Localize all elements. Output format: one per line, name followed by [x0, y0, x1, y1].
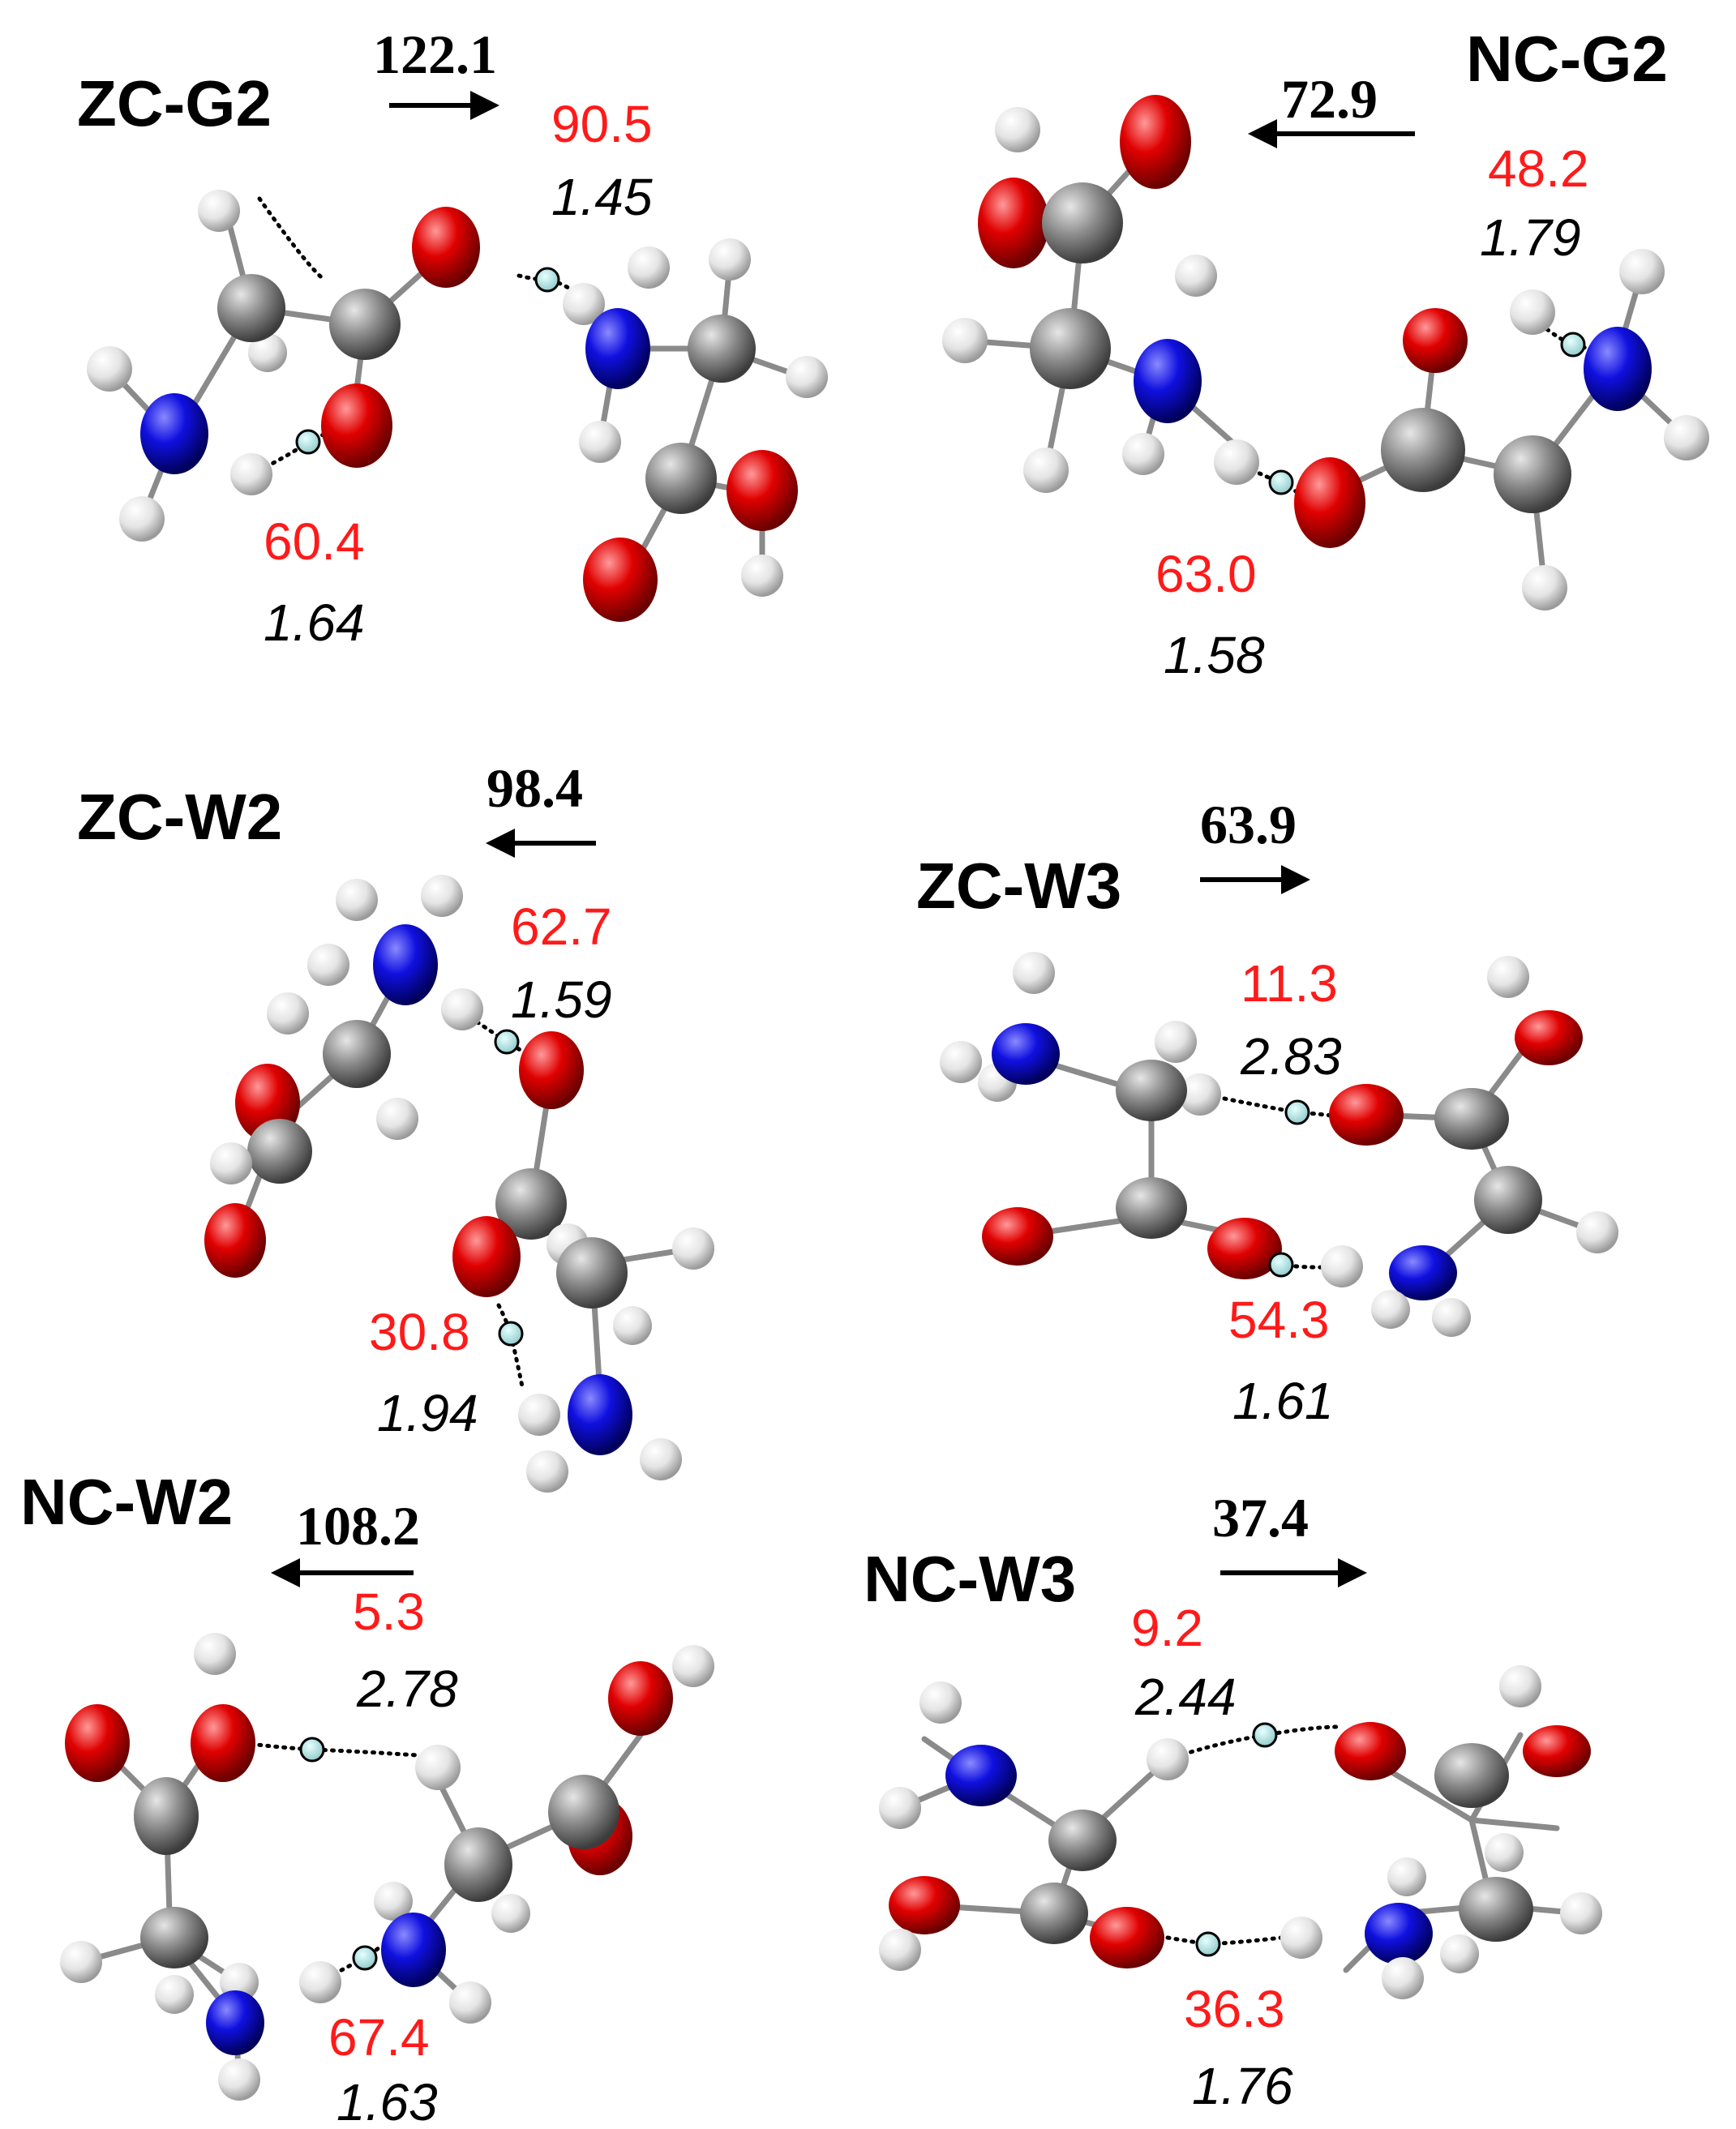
dipole-moment-label: 122.1 — [373, 24, 497, 85]
panel-title: ZC-W2 — [77, 781, 282, 853]
dipole-moment-label: 63.9 — [1200, 794, 1297, 855]
hbond-distance-label: 1.63 — [336, 2073, 438, 2129]
hbond-energy-label: 9.2 — [1131, 1599, 1203, 1657]
molecule-model — [940, 952, 1618, 1337]
hbond-energy-label: 30.8 — [369, 1303, 470, 1361]
molecule-model — [204, 875, 714, 1493]
dipole-moment-label: 37.4 — [1212, 1487, 1309, 1549]
hbond-distance-label: 1.59 — [511, 970, 612, 1029]
panel-nc-w2: NC-W2 108.2 5.3 2.78 67.4 1.63 — [20, 1466, 714, 2129]
hbond-energy-label: 60.4 — [264, 512, 365, 571]
molecule-model — [879, 1665, 1602, 1999]
panel-nc-w3: NC-W3 37.4 9.2 2.44 36.3 1.76 — [864, 1487, 1602, 2115]
panel-title: ZC-W3 — [916, 850, 1121, 922]
hbond-distance-label: 2.78 — [356, 1660, 458, 1718]
panel-zc-w3: ZC-W3 63.9 11.3 2.83 54.3 1.61 — [916, 794, 1618, 1430]
hbond-distance-label: 2.83 — [1240, 1027, 1342, 1086]
hbond-energy-label: 5.3 — [353, 1583, 425, 1641]
hbond-distance-label: 1.64 — [264, 593, 365, 652]
hbond-energy-label: 48.2 — [1488, 139, 1589, 198]
panel-title: ZC-G2 — [77, 67, 272, 139]
hbond-distance-label: 1.61 — [1232, 1372, 1334, 1430]
panel-title: NC-W3 — [864, 1543, 1076, 1615]
hbond-distance-label: 1.94 — [377, 1384, 478, 1442]
hbond-energy-label: 62.7 — [511, 897, 612, 956]
hbond-energy-label: 63.0 — [1155, 545, 1257, 603]
hbond-distance-label: 1.45 — [551, 168, 653, 226]
hbond-energy-label: 90.5 — [551, 95, 653, 153]
molecule-model — [60, 1633, 714, 2101]
hbond-distance-label: 1.79 — [1480, 208, 1581, 267]
dipole-moment-label: 72.9 — [1281, 68, 1378, 130]
panel-title: NC-W2 — [20, 1466, 233, 1538]
dipole-moment-label: 98.4 — [487, 757, 583, 819]
dipole-moment-label: 108.2 — [296, 1495, 420, 1557]
molecule-model — [87, 190, 828, 622]
hbond-distance-label: 2.44 — [1134, 1668, 1237, 1726]
hbond-energy-label: 67.4 — [328, 2008, 430, 2067]
panel-title: NC-G2 — [1466, 23, 1668, 95]
hbond-distance-label: 1.76 — [1192, 2057, 1293, 2115]
hbond-energy-label: 54.3 — [1228, 1291, 1330, 1349]
panel-nc-g2: NC-G2 72.9 48.2 1.79 63.0 1.58 — [942, 23, 1709, 684]
hbond-distance-label: 1.58 — [1164, 626, 1265, 684]
hbond-energy-label: 36.3 — [1184, 1980, 1285, 2038]
molecule-model — [942, 95, 1709, 610]
hbond-energy-label: 11.3 — [1241, 954, 1338, 1013]
panel-zc-g2: ZC-G2 122.1 90.5 1.45 60.4 1.64 — [77, 24, 828, 652]
panel-zc-w2: ZC-W2 98.4 62.7 1.59 30.8 1.94 — [77, 757, 714, 1493]
